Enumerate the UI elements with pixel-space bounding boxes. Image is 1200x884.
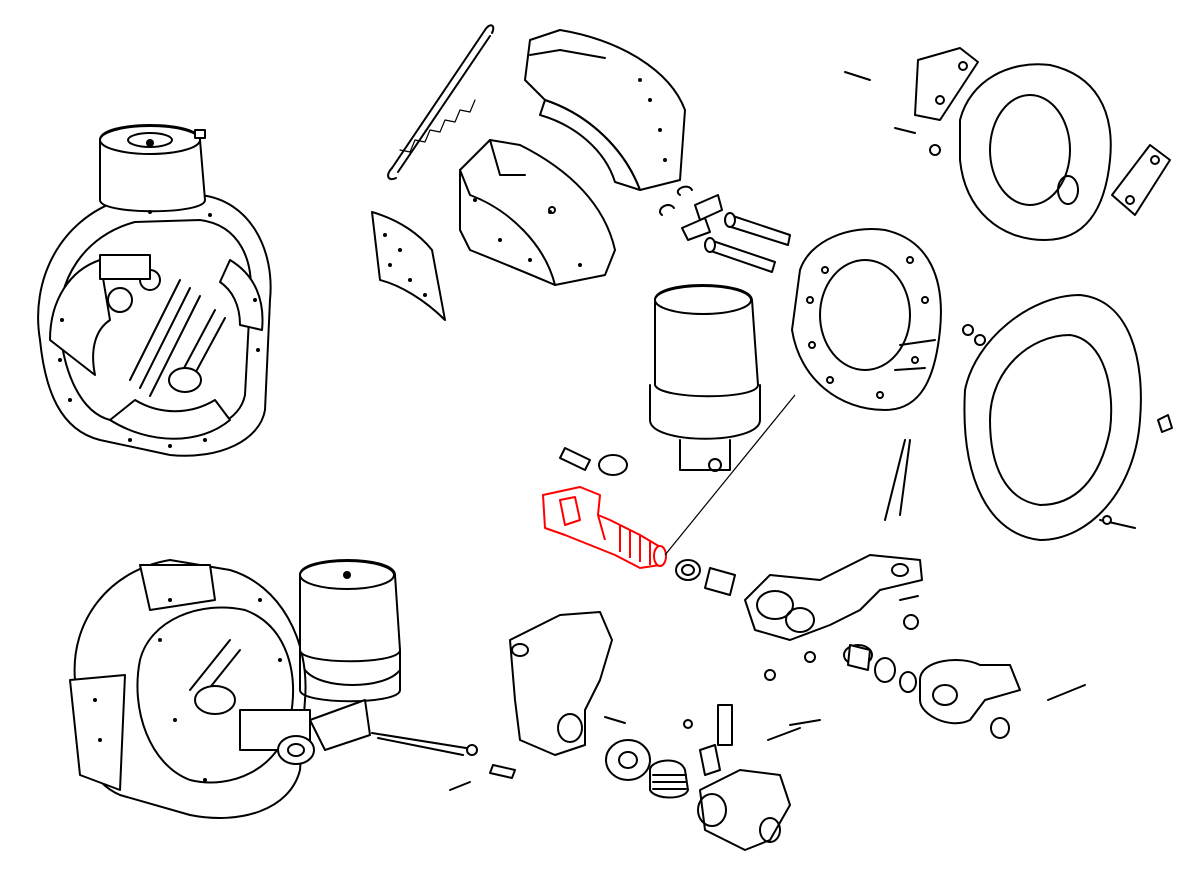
backing-plate-large — [962, 294, 1173, 541]
slack-adjuster — [764, 595, 1086, 739]
yoke-and-pins — [371, 704, 821, 851]
anchor-pins — [659, 185, 791, 273]
spider-plate — [791, 228, 942, 411]
camshaft-bracket — [744, 439, 923, 641]
brake-shoe-lower — [459, 139, 616, 286]
mounting-bracket — [509, 611, 626, 756]
brake-lining — [371, 211, 446, 321]
camshaft — [542, 486, 667, 569]
brake-assembly-upper-left — [37, 124, 272, 457]
bushings-seals — [559, 447, 736, 596]
air-chamber-center — [649, 284, 761, 472]
brake-shoe-upper — [524, 29, 686, 191]
return-spring — [387, 24, 495, 181]
leader-line-camshaft — [664, 394, 796, 556]
dust-shield — [844, 47, 1171, 241]
brake-assembly-lower-left — [69, 559, 401, 819]
